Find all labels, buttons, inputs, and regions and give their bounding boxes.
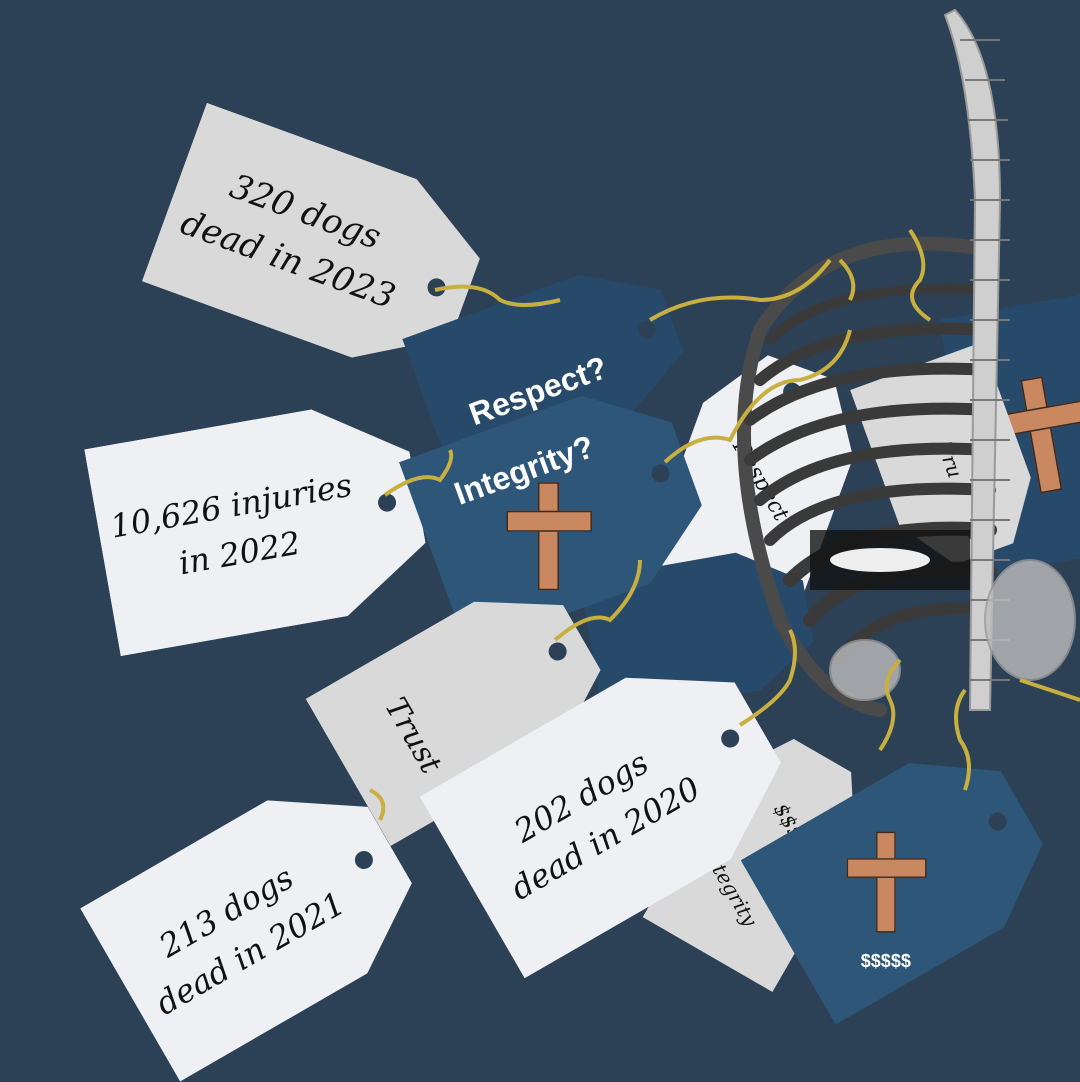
spine [829,8,1076,711]
rib-cage [737,236,997,717]
gold-ribbons [369,228,1080,821]
